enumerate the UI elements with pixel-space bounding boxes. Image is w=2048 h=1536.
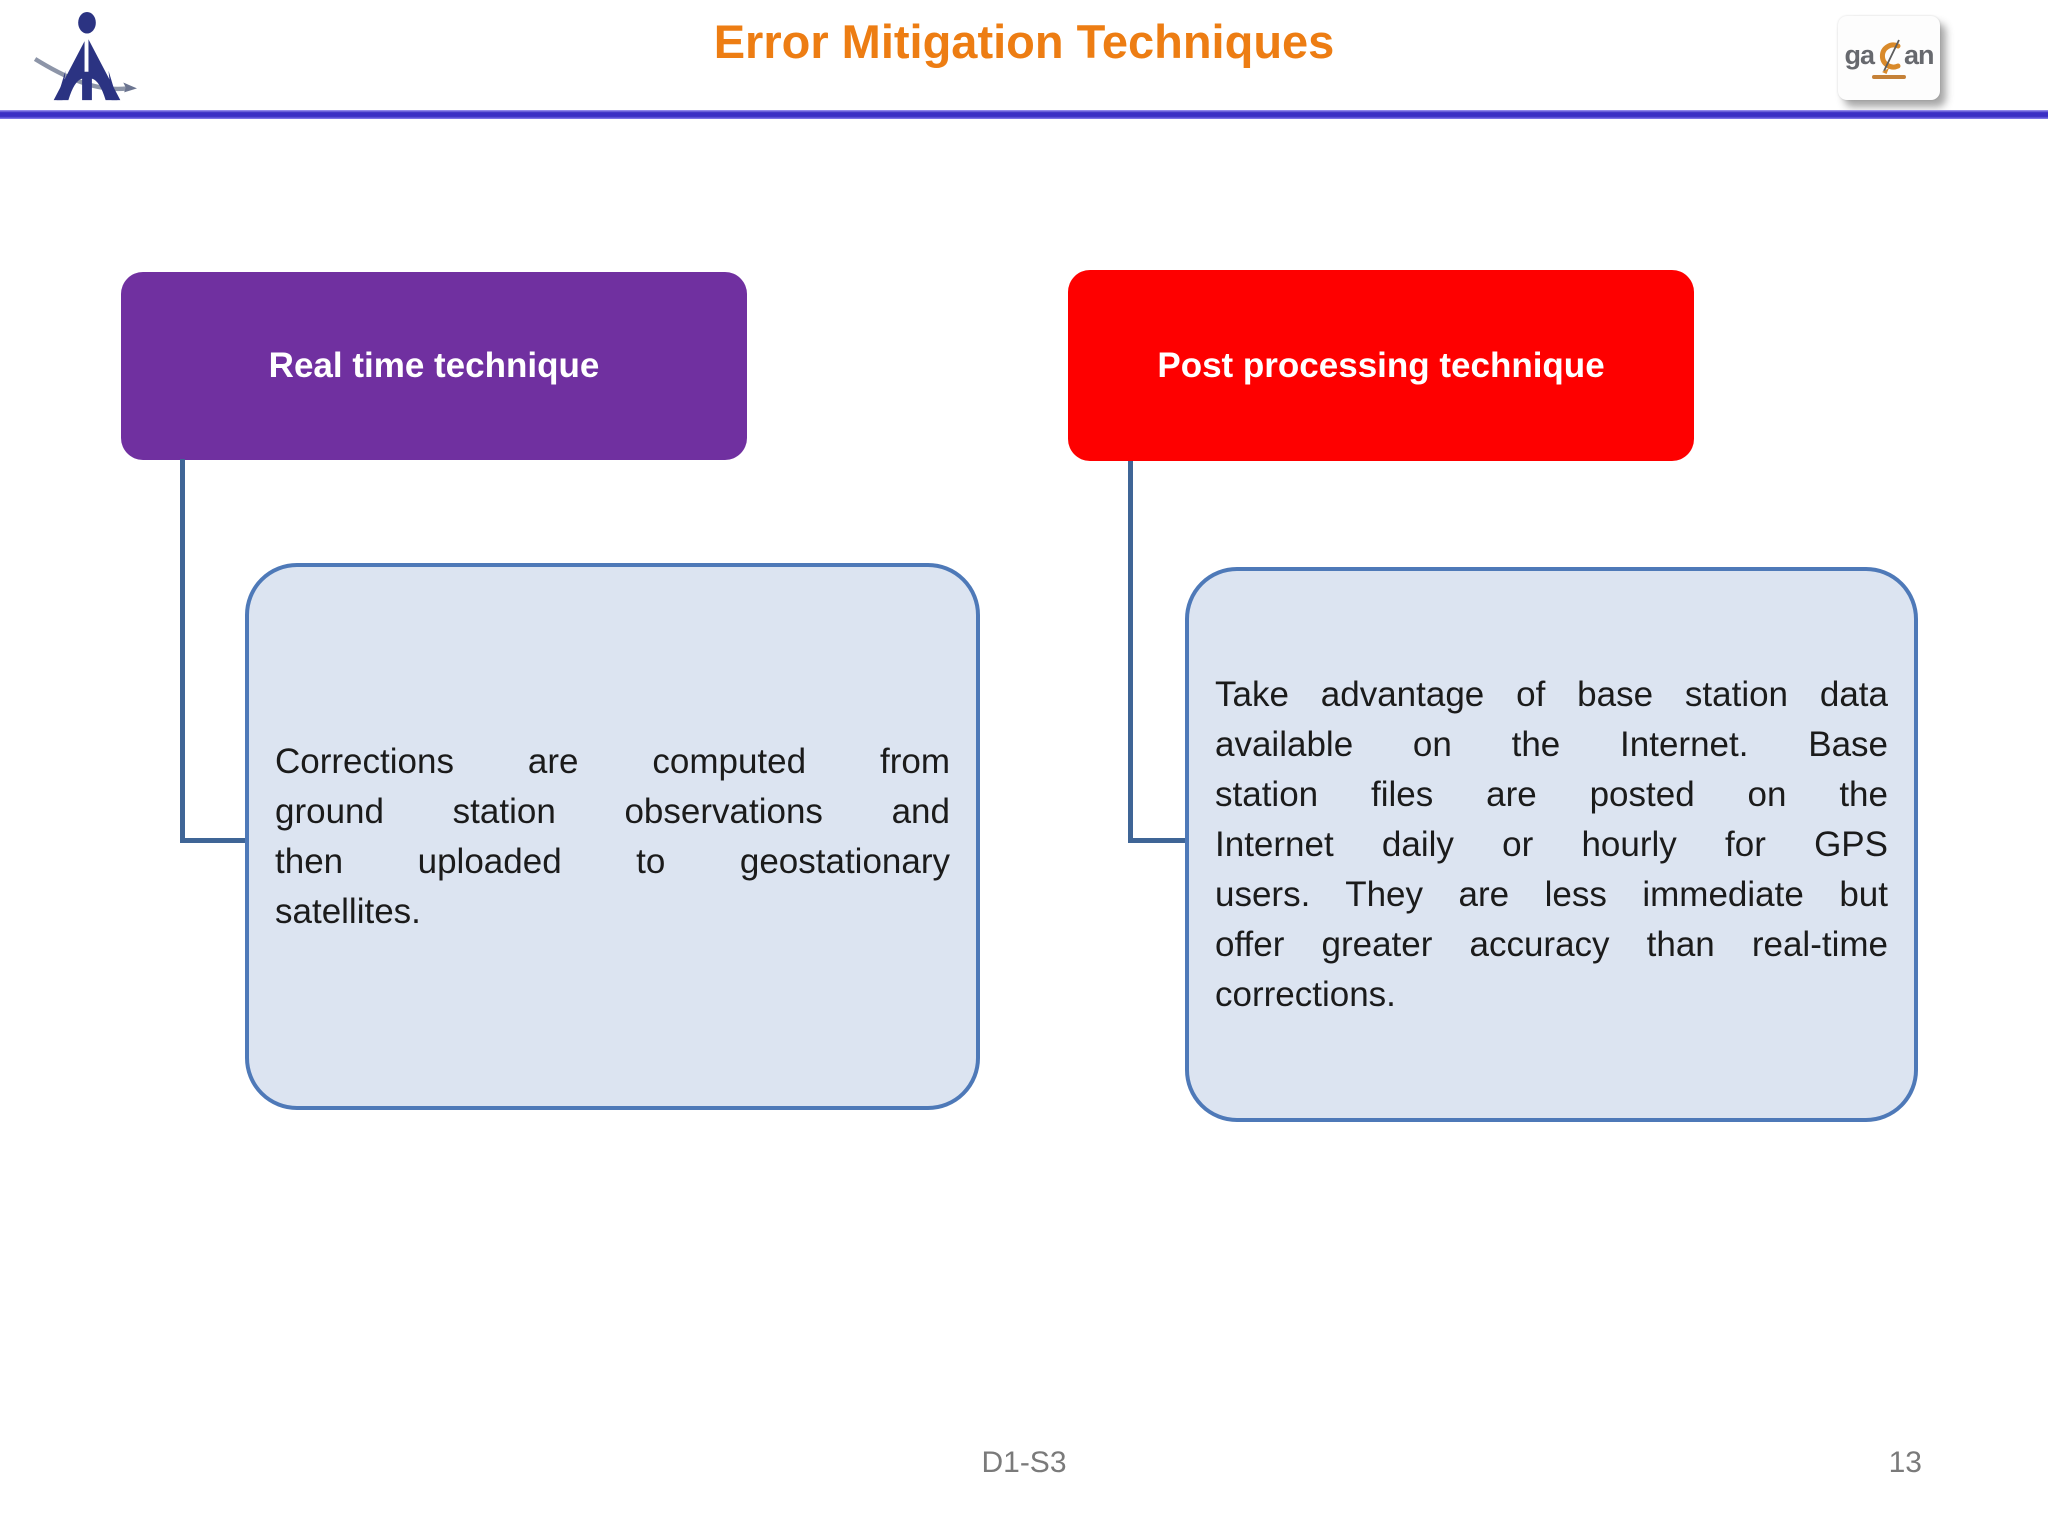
body-line: corrections. xyxy=(1215,974,1396,1014)
footer-session-code: D1-S3 xyxy=(981,1446,1067,1479)
body-line: users. They are less immediate but xyxy=(1215,874,1888,914)
body-line: ground station observations and xyxy=(275,791,950,831)
post-processing-heading-label: Post processing technique xyxy=(1157,345,1605,385)
real-time-heading-label: Real time technique xyxy=(268,346,600,385)
body-line: Internet daily or hourly for GPS xyxy=(1215,824,1888,864)
gagan-logo-text-right: an xyxy=(1904,40,1934,70)
body-line: satellites. xyxy=(275,891,421,931)
real-time-body-text: Corrections are computed from ground stat… xyxy=(275,737,950,937)
body-line: then uploaded to geostationary xyxy=(275,841,950,881)
real-time-body-box: Corrections are computed from ground stat… xyxy=(245,563,980,1110)
connector-real-time xyxy=(180,459,245,843)
post-processing-body-box: Take advantage of base station data avail… xyxy=(1185,567,1918,1122)
aai-logo-icon xyxy=(33,11,137,101)
real-time-heading-box: Real time technique xyxy=(121,272,747,460)
body-line: offer greater accuracy than real-time xyxy=(1215,924,1888,964)
gagan-logo-underline xyxy=(1872,74,1906,79)
gagan-logo-text-left: ga xyxy=(1844,40,1874,70)
body-line: Corrections are computed from xyxy=(275,741,950,781)
post-processing-heading-box: Post processing technique xyxy=(1068,270,1694,461)
post-processing-body-text: Take advantage of base station data avail… xyxy=(1215,670,1888,1020)
gagan-g-sextant-icon xyxy=(1879,39,1901,74)
connector-post-processing xyxy=(1128,461,1185,843)
body-line: station files are posted on the xyxy=(1215,774,1888,814)
gagan-logo: ga an xyxy=(1838,16,1940,100)
body-line: Take advantage of base station data xyxy=(1215,674,1888,714)
body-line: available on the Internet. Base xyxy=(1215,724,1888,764)
header-divider-line xyxy=(0,110,2048,119)
gagan-logo-row: ga an xyxy=(1844,38,1934,74)
footer-page-number: 13 xyxy=(1888,1446,1922,1479)
page-title: Error Mitigation Techniques xyxy=(713,15,1335,68)
